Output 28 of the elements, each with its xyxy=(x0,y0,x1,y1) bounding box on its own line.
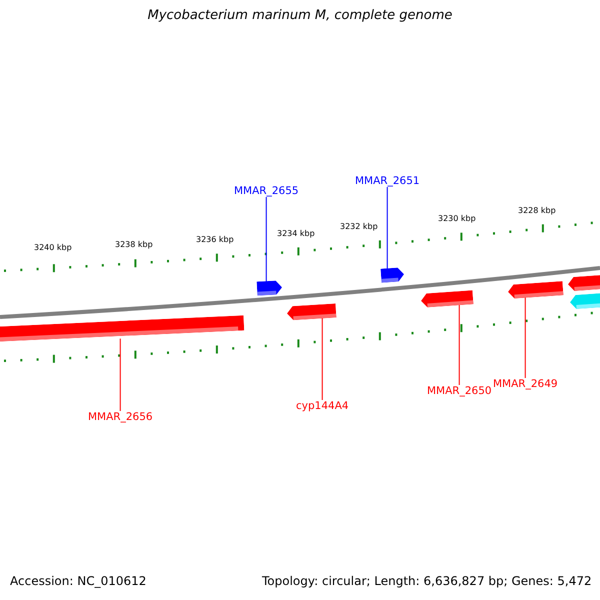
leader-line xyxy=(458,304,460,386)
gene-label: MMAR_2649 xyxy=(493,378,558,390)
gene-label: MMAR_2651 xyxy=(355,175,420,187)
scale-label: 3236 kbp xyxy=(196,235,234,244)
leader-line xyxy=(266,196,267,284)
leader-line xyxy=(524,295,526,378)
gene-label: MMAR_2650 xyxy=(427,385,492,397)
gene-block xyxy=(380,267,404,283)
gene-block xyxy=(0,315,244,342)
gene-block xyxy=(286,304,336,320)
gene-block xyxy=(256,280,282,296)
gene-block xyxy=(508,281,564,299)
leader-line xyxy=(322,316,323,400)
gene-label: MMAR_2656 xyxy=(88,411,153,423)
gene-block xyxy=(420,290,474,308)
leader-line xyxy=(386,186,388,271)
gene-label: cyp144A4 xyxy=(296,400,349,412)
footer-text: Accession: NC_010612 xyxy=(10,574,146,588)
scale-label: 3228 kbp xyxy=(518,206,556,215)
scale-label: 3232 kbp xyxy=(340,222,378,231)
scale-label: 3240 kbp xyxy=(34,243,72,252)
scale-label: 3234 kbp xyxy=(277,229,315,238)
footer-text: Topology: circular; Length: 6,636,827 bp; Genes: 5,472 xyxy=(262,574,592,588)
scale-label: 3230 kbp xyxy=(438,214,476,223)
title: Mycobacterium marinum M, complete genome xyxy=(146,8,454,23)
scale-label: 3238 kbp xyxy=(115,240,153,249)
leader-line xyxy=(120,338,121,412)
gene-label: MMAR_2655 xyxy=(234,185,299,197)
